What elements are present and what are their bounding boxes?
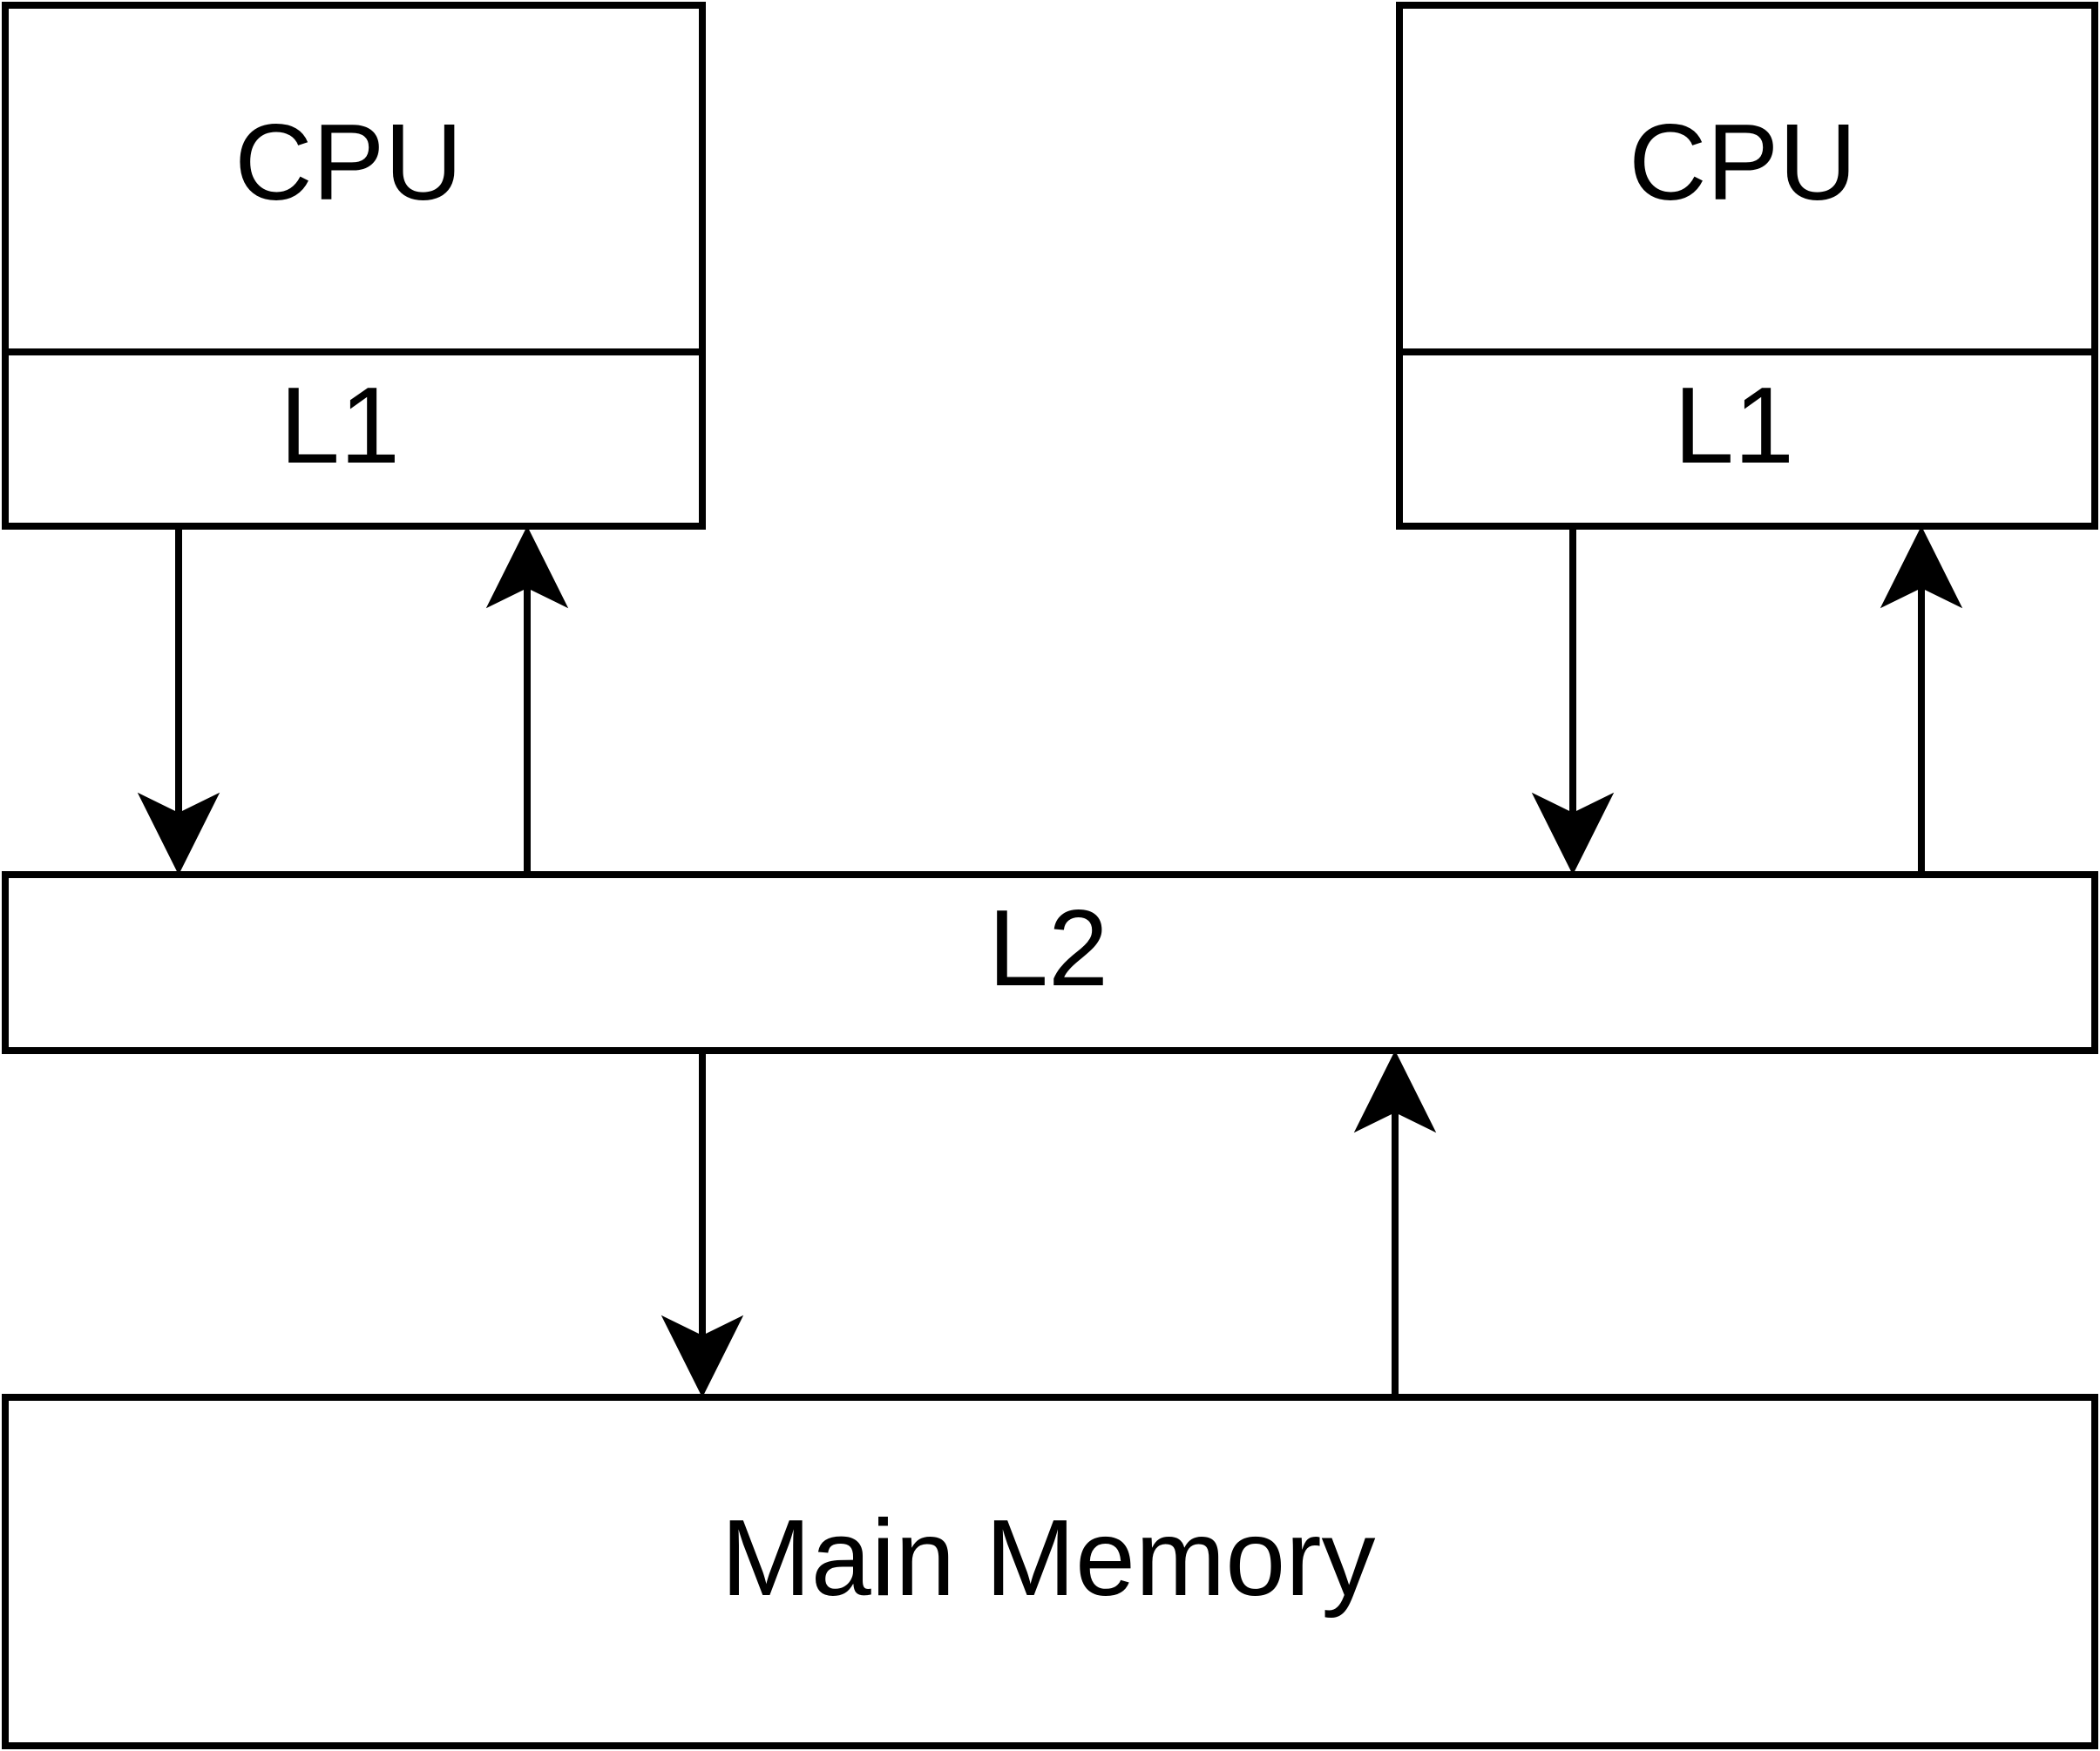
l1-left-label: L1 [280,366,400,486]
l2-box [2,871,2098,1054]
cpu-right-label: CPU [1629,103,1857,223]
main-memory-label: Main Memory [721,1498,1375,1619]
arrow-up-icon [1880,525,1963,609]
arrow-l2-to-main-memory [660,1051,744,1398]
main-memory-box [2,1394,2098,1749]
arrow-l1-right-to-l2 [1531,526,1615,876]
main-memory-block: Main Memory [2,1394,2098,1749]
l1-right-label: L1 [1674,366,1794,486]
arrow-l2-to-l1-left [485,525,569,875]
arrow-l1-left-to-l2 [137,526,220,876]
cpu-right-block: CPU L1 [1396,2,2098,530]
arrow-up-icon [485,525,569,609]
cpu-left-box [2,2,706,530]
arrow-main-memory-to-l2 [1353,1050,1437,1397]
l2-label: L2 [988,889,1108,1009]
cpu-right-box [1396,2,2098,530]
l2-block: L2 [2,871,2098,1054]
arrow-l2-to-l1-right [1880,525,1963,875]
arrow-up-icon [1353,1050,1437,1133]
cpu-left-block: CPU L1 [2,2,706,530]
arrow-down-icon [660,1315,744,1398]
arrow-down-icon [1531,792,1615,876]
arrow-down-icon [137,792,220,876]
cpu-left-label: CPU [234,103,463,223]
